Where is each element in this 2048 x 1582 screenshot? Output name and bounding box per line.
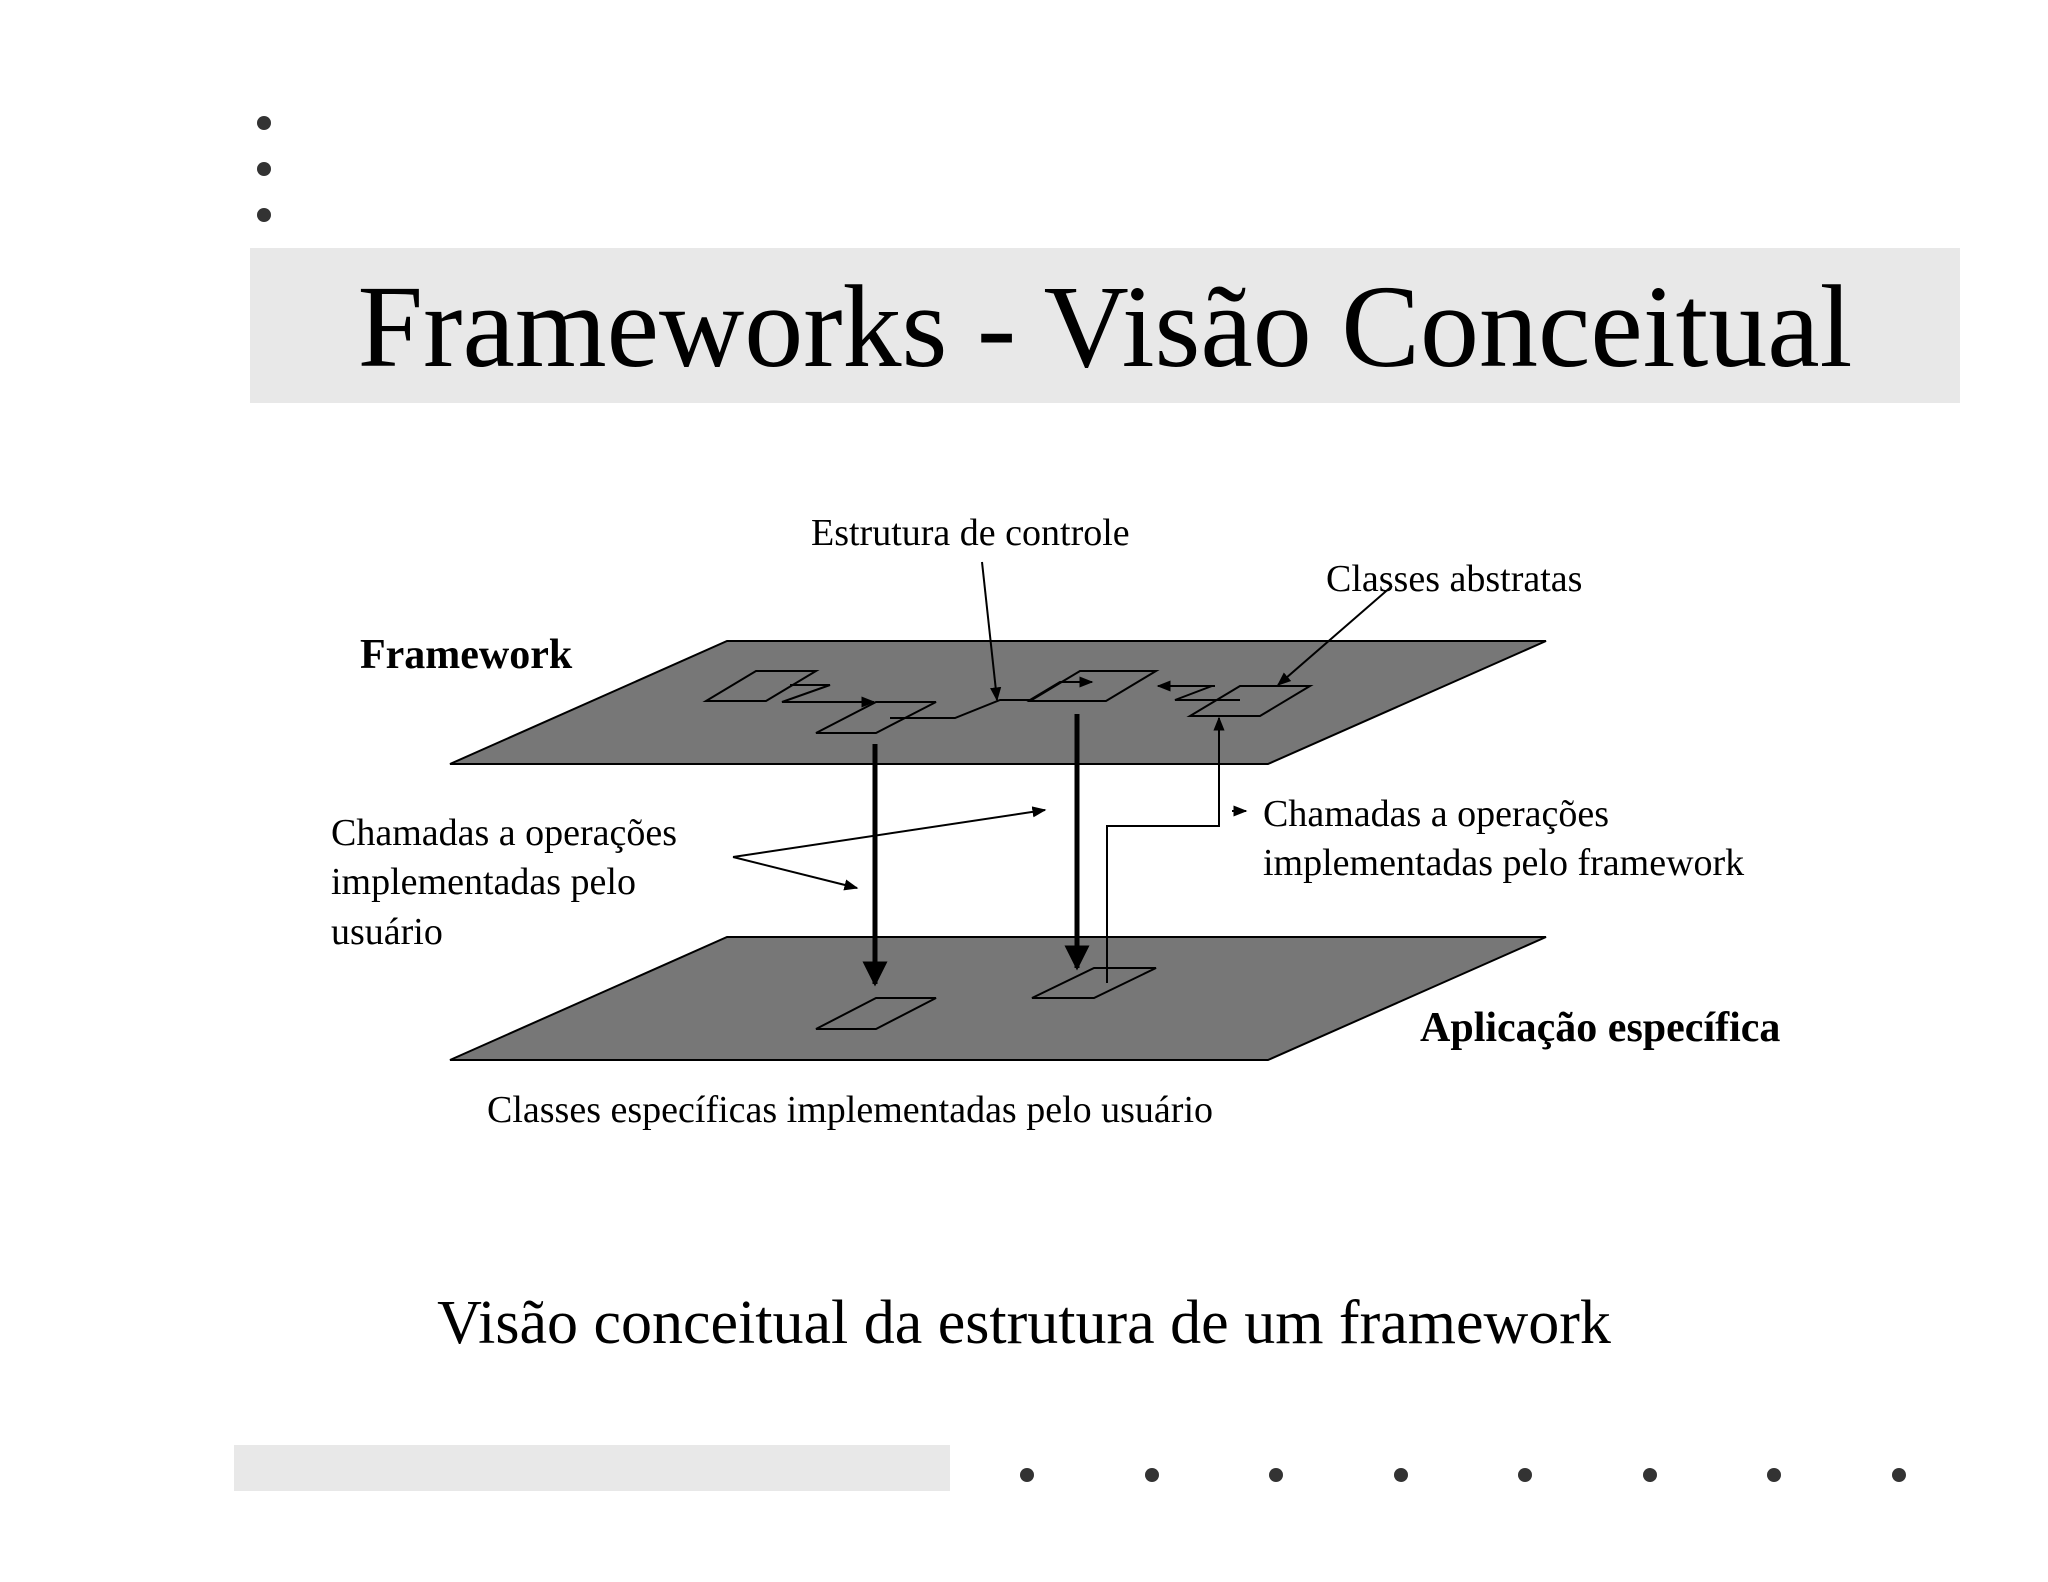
decorative-dot <box>257 162 271 176</box>
user-calls-label-line: usuário <box>331 911 443 953</box>
framework-calls-label-line: Chamadas a operações <box>1263 793 1609 835</box>
control-structure-label: Estrutura de controle <box>811 512 1130 554</box>
framework-calls-label-line: implementadas pelo framework <box>1263 842 1744 884</box>
framework-plane <box>449 640 1547 765</box>
control-connector <box>1156 680 1240 701</box>
user-calls-label-line: implementadas pelo <box>331 861 636 903</box>
user-calls-pointer <box>732 856 859 891</box>
decorative-dot <box>1643 1468 1657 1482</box>
user-calls-pointer <box>732 806 1047 858</box>
decorative-dot <box>1518 1468 1532 1482</box>
decorative-dot <box>257 116 271 130</box>
slide-title: Frameworks - Visão Conceitual <box>357 261 1853 392</box>
control-connector <box>781 684 876 708</box>
abstract-class-box <box>815 701 937 734</box>
footer-band <box>234 1445 950 1491</box>
decorative-dot <box>1394 1468 1408 1482</box>
abstract-class-box <box>1186 685 1314 717</box>
control-structure-pointer <box>981 561 1002 702</box>
application-plane <box>449 936 1547 1061</box>
decorative-dot <box>1892 1468 1906 1482</box>
specific-class-box <box>1031 967 1157 999</box>
abstract-classes-label: Classes abstratas <box>1326 558 1582 600</box>
abstract-class-boxes <box>702 670 1314 734</box>
framework-label: Framework <box>360 632 573 678</box>
specific-classes-label: Classes específicas implementadas pelo u… <box>487 1089 1213 1131</box>
specific-class-box <box>815 997 937 1030</box>
control-connector <box>890 676 1094 719</box>
title-band <box>250 248 1960 403</box>
abstract-class-box <box>702 670 820 702</box>
abstract-classes-pointer <box>1276 585 1393 686</box>
framework-call-path <box>1106 716 1225 983</box>
decorative-dot <box>1767 1468 1781 1482</box>
decorative-dot <box>1269 1468 1283 1482</box>
decorative-dot <box>1145 1468 1159 1482</box>
slide-caption: Visão conceitual da estrutura de um fram… <box>437 1289 1611 1357</box>
decorative-dot <box>1020 1468 1034 1482</box>
application-label: Aplicação específica <box>1420 1005 1780 1051</box>
user-calls-label-line: Chamadas a operações <box>331 812 677 854</box>
decorative-dot <box>257 208 271 222</box>
